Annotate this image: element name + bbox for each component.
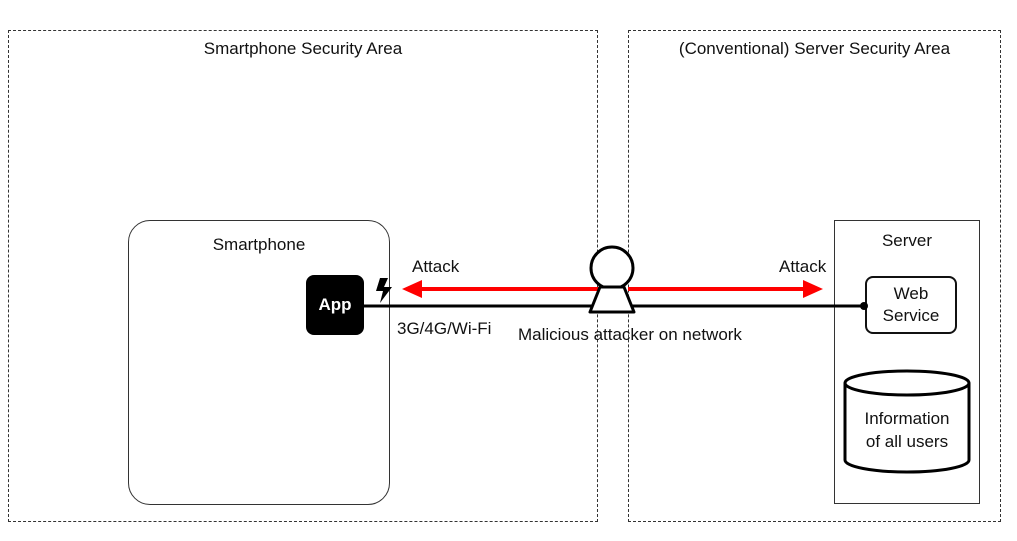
connection-type-label: 3G/4G/Wi-Fi	[397, 319, 492, 338]
app-label: App	[318, 295, 352, 314]
smartphone-security-area-title: Smartphone Security Area	[203, 39, 403, 58]
smartphone-title: Smartphone	[212, 235, 306, 254]
attack-label-right: Attack	[779, 257, 827, 276]
lightning-bolt-icon	[376, 278, 392, 303]
attacker-label: Malicious attacker on network	[518, 325, 742, 344]
database-cylinder-icon	[843, 369, 971, 474]
server-security-area-title: (Conventional) Server Security Area	[678, 39, 951, 58]
connection-endpoint-dot	[860, 302, 868, 310]
app-icon: App	[306, 275, 364, 335]
database-label-line2: of all users	[865, 431, 949, 451]
web-service-label-line1: Web	[893, 283, 929, 303]
attack-arrow-left-head	[402, 280, 422, 298]
smartphone-box: Smartphone	[128, 220, 390, 505]
server-title: Server	[881, 231, 933, 250]
web-service-box: Web Service	[865, 276, 957, 334]
attack-label-left: Attack	[412, 257, 460, 276]
database-label: Information of all users	[845, 408, 969, 454]
web-service-label-line2: Service	[882, 306, 940, 325]
database-label-line1: Information	[864, 409, 950, 428]
attacker-icon	[588, 245, 636, 314]
attack-arrow-right-head	[803, 280, 823, 298]
